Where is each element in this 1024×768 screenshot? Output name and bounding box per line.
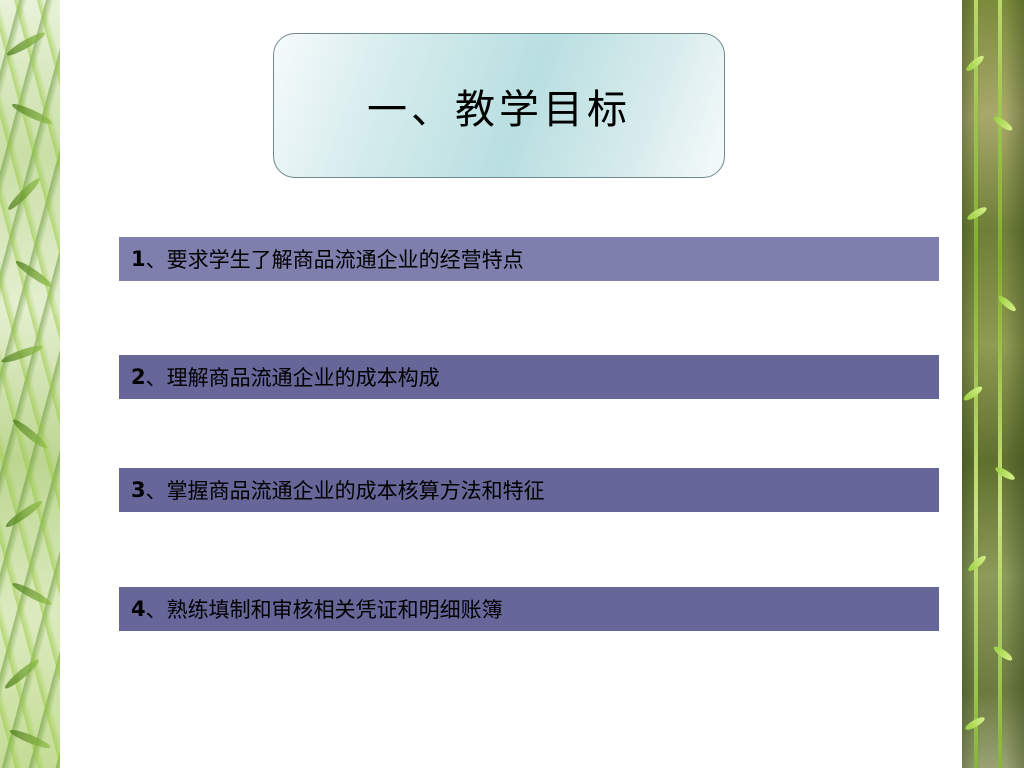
objective-text: 、要求学生了解商品流通企业的经营特点 xyxy=(145,248,524,272)
willow-stem xyxy=(998,0,1002,768)
objective-item-3: 3、掌握商品流通企业的成本核算方法和特征 xyxy=(119,468,939,512)
objective-item-2: 2、理解商品流通企业的成本构成 xyxy=(119,355,939,399)
leaf-shape xyxy=(2,656,42,692)
leaf-shape xyxy=(4,29,48,59)
leaf-shape xyxy=(8,727,52,751)
leaf-shape xyxy=(0,342,45,366)
leaf-shape xyxy=(10,580,54,608)
leaf-shape xyxy=(10,101,54,127)
leaf-shape xyxy=(13,258,55,290)
right-willow-decoration xyxy=(961,0,1024,768)
objective-item-4: 4、熟练填制和审核相关凭证和明细账簿 xyxy=(119,587,939,631)
title-box: 一、教学目标 xyxy=(273,33,725,178)
slide-title: 一、教学目标 xyxy=(367,86,631,133)
left-bamboo-decoration xyxy=(0,0,60,768)
objective-number: 3 xyxy=(131,478,146,502)
objective-text: 、掌握商品流通企业的成本核算方法和特征 xyxy=(145,479,545,503)
willow-stem xyxy=(974,0,978,768)
leaf-shape xyxy=(991,114,1015,133)
objective-item-1: 1、要求学生了解商品流通企业的经营特点 xyxy=(119,237,939,281)
objective-number: 4 xyxy=(131,597,146,621)
leaf-shape xyxy=(3,498,45,530)
objective-text: 、理解商品流通企业的成本构成 xyxy=(145,366,440,390)
leaf-shape xyxy=(10,416,50,452)
leaf-shape xyxy=(5,175,43,213)
leaf-shape xyxy=(991,644,1015,663)
objective-number: 1 xyxy=(131,247,146,271)
objective-text: 、熟练填制和审核相关凭证和明细账簿 xyxy=(145,598,503,622)
leaf-shape xyxy=(961,384,985,403)
objective-number: 2 xyxy=(131,365,146,389)
